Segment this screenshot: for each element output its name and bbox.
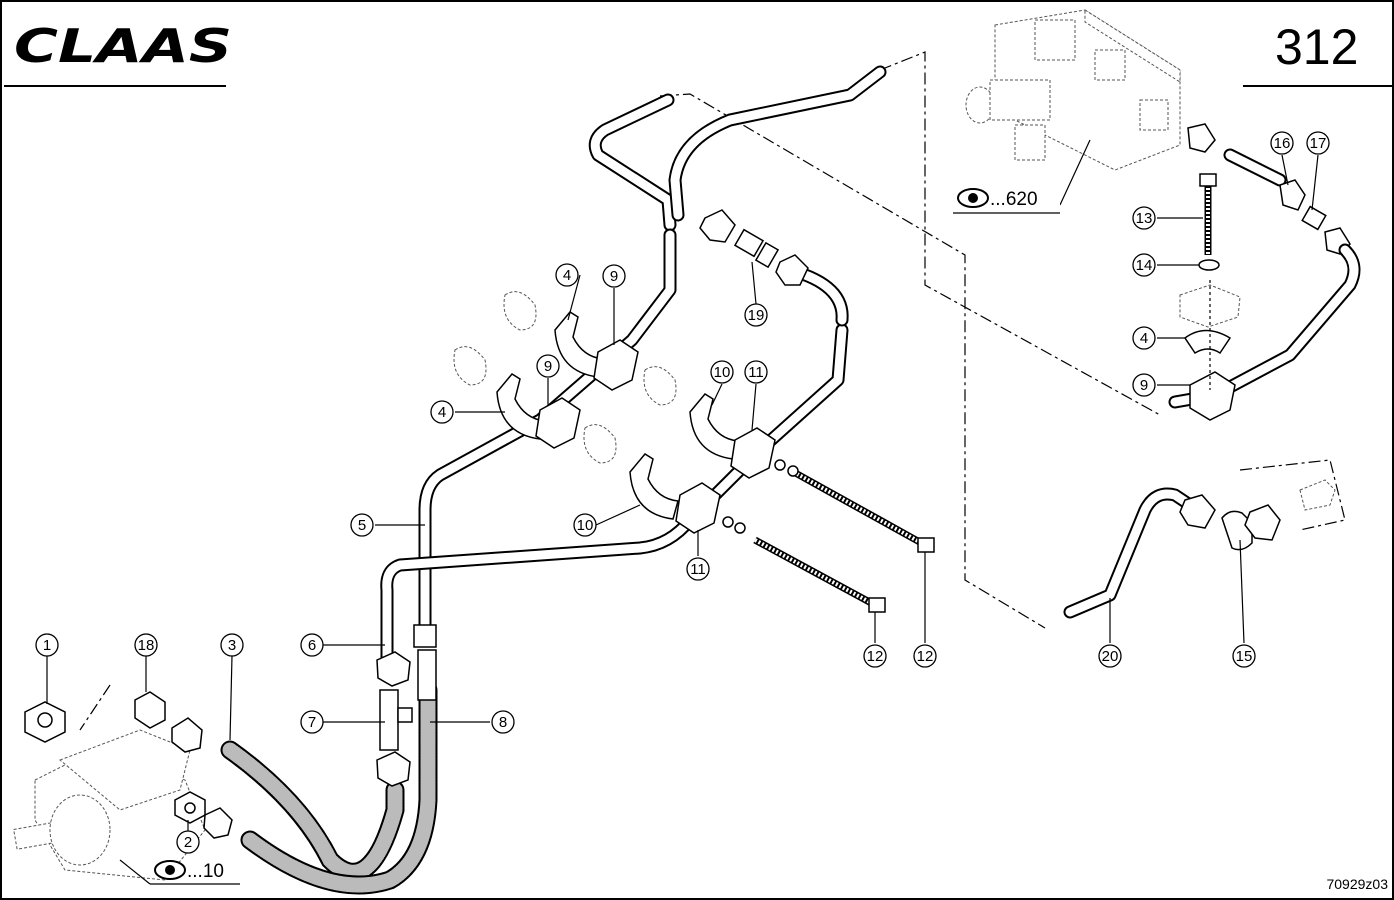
callout: 6 xyxy=(300,633,324,657)
pump-assembly xyxy=(13,691,233,881)
valve-block xyxy=(965,9,1181,206)
svg-text:13: 13 xyxy=(1136,210,1153,227)
svg-text:8: 8 xyxy=(499,714,507,731)
svg-text:10: 10 xyxy=(714,364,731,381)
svg-text:15: 15 xyxy=(1236,648,1253,665)
callout: 18 xyxy=(134,633,158,657)
svg-text:6: 6 xyxy=(308,637,316,654)
svg-text:3: 3 xyxy=(228,637,236,654)
callout: 20 xyxy=(1098,644,1122,668)
svg-text:18: 18 xyxy=(138,637,155,654)
pipe-assembly-right xyxy=(1168,123,1361,421)
header: CLAAS 312 xyxy=(4,19,1392,87)
page-number: 312 xyxy=(1275,19,1358,75)
svg-text:5: 5 xyxy=(358,517,366,534)
svg-text:11: 11 xyxy=(690,561,706,578)
svg-text:20: 20 xyxy=(1102,648,1119,665)
brand-logo: CLAAS xyxy=(14,19,232,73)
svg-text:9: 9 xyxy=(544,358,552,375)
leader-lines xyxy=(46,154,1319,831)
pipe-assembly-20 xyxy=(1063,479,1336,619)
callout: 1 xyxy=(35,633,59,657)
assembly-outlines xyxy=(79,51,1346,731)
clamps xyxy=(453,291,776,534)
callout: 14 xyxy=(1132,253,1156,277)
callout: 10 xyxy=(710,360,734,384)
hoses xyxy=(220,624,438,895)
callout: 15 xyxy=(1232,644,1256,668)
callout: 17 xyxy=(1306,131,1330,155)
callout: 12 xyxy=(913,644,937,668)
callout: 9 xyxy=(602,264,626,288)
svg-text:4: 4 xyxy=(563,267,571,284)
callout: 4 xyxy=(1132,326,1156,350)
svg-text:4: 4 xyxy=(438,404,446,421)
svg-text:9: 9 xyxy=(610,268,618,285)
callout: 16 xyxy=(1270,131,1294,155)
callout: 13 xyxy=(1132,206,1156,230)
view-reference-10: ...10 xyxy=(119,859,240,885)
svg-text:19: 19 xyxy=(748,307,765,324)
svg-text:10: 10 xyxy=(577,517,594,534)
drawing-code: 70929z03 xyxy=(1326,876,1388,892)
callout: 19 xyxy=(744,303,768,327)
svg-text:7: 7 xyxy=(308,714,316,731)
view-reference-620: ...620 xyxy=(950,182,1060,214)
svg-text:2: 2 xyxy=(184,834,192,851)
callout: 11 xyxy=(744,360,768,384)
svg-text:1: 1 xyxy=(43,637,51,654)
callouts: 1 18 3 2 6 7 8 5 4 9 4 9 19 10 11 10 11 … xyxy=(35,131,1330,854)
svg-text:16: 16 xyxy=(1274,135,1291,152)
svg-text:4: 4 xyxy=(1140,330,1148,347)
callout: 11 xyxy=(686,557,710,581)
callout: 2 xyxy=(176,830,200,854)
callout: 7 xyxy=(300,710,324,734)
svg-text:12: 12 xyxy=(917,648,934,665)
svg-text:14: 14 xyxy=(1136,257,1153,274)
callout: 12 xyxy=(863,644,887,668)
callout: 9 xyxy=(1132,373,1156,397)
callout: 3 xyxy=(220,633,244,657)
ref-620-text: ...620 xyxy=(990,189,1038,210)
bolts xyxy=(722,459,935,613)
callout: 5 xyxy=(350,513,374,537)
svg-text:11: 11 xyxy=(748,364,764,381)
callout: 8 xyxy=(491,710,515,734)
callout: 9 xyxy=(536,354,560,378)
svg-text:17: 17 xyxy=(1310,135,1327,152)
callout: 10 xyxy=(573,513,597,537)
callout: 4 xyxy=(430,400,454,424)
ref-10-text: ...10 xyxy=(187,861,224,882)
svg-text:12: 12 xyxy=(867,648,884,665)
callout: 4 xyxy=(555,263,579,287)
svg-text:9: 9 xyxy=(1140,377,1148,394)
